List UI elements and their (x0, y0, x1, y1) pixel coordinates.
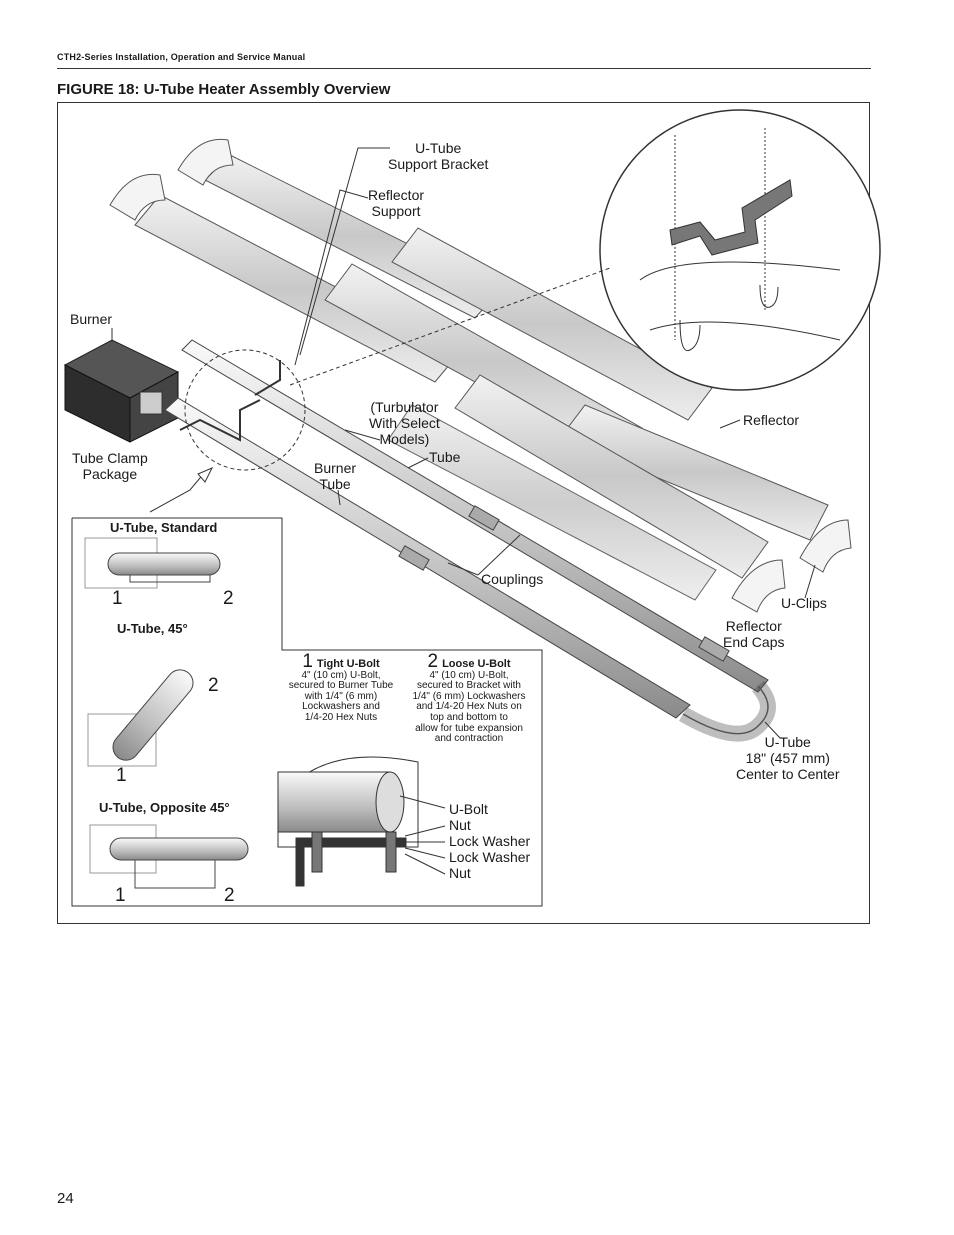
inset-opposite-num-2: 2 (224, 885, 235, 906)
note-title: Tight U-Bolt (316, 658, 380, 670)
note-line: 4" (10 cm) U-Bolt, (429, 669, 509, 681)
label-tube-clamp-package: Tube Clamp Package (72, 450, 148, 482)
u-bend (678, 680, 776, 742)
label-reflector-end-caps: Reflector End Caps (723, 618, 784, 650)
leader-lines (111, 147, 816, 875)
inset-standard-title: U-Tube, Standard (110, 520, 218, 535)
label-line: Support Bracket (388, 156, 489, 172)
note-line: top and bottom to (430, 711, 508, 723)
label-turbulator: (Turbulator With Select Models) (369, 399, 440, 447)
label-line: U-Tube (764, 734, 811, 750)
note-line: and 1/4-20 Hex Nuts on (416, 701, 522, 713)
end-cap-2 (177, 138, 234, 186)
label-utube-dimension: U-Tube 18" (457 mm) Center to Center (736, 734, 840, 782)
end-cap-1 (109, 173, 166, 221)
label-couplings: Couplings (481, 571, 544, 587)
label-uclips: U-Clips (781, 595, 827, 611)
reflector-low-right-b (454, 374, 769, 579)
label-line: Nut (449, 865, 471, 881)
detail-hanger (639, 128, 841, 352)
note-line: 1/4-20 Hex Nuts (304, 711, 378, 723)
note-num: 1 (302, 651, 313, 672)
label-line: 18" (457 mm) (745, 750, 830, 766)
label-hardware-stack: U-Bolt Nut Lock Washer Lock Washer Nut (449, 801, 530, 881)
label-line: Burner (314, 460, 357, 476)
label-burner: Burner (70, 311, 113, 327)
reflector-bottom (387, 404, 717, 601)
inset-opposite-drawing (89, 824, 249, 889)
note-line: and contraction (434, 733, 504, 745)
note-line: secured to Burner Tube (288, 680, 394, 692)
label-line: Support (371, 203, 421, 219)
label-burner-tube: Burner Tube (314, 460, 356, 492)
end-cap-3 (731, 559, 786, 613)
label-line: Lock Washer (449, 833, 531, 849)
inset-standard-num-2: 2 (223, 588, 234, 609)
hardware-detail-drawing (277, 756, 419, 887)
support-brackets (179, 360, 281, 442)
inset-45-drawing (87, 669, 194, 767)
inset-opposite-title: U-Tube, Opposite 45° (99, 800, 230, 815)
coupling-1 (468, 505, 500, 531)
note-line: Lockwashers and (302, 701, 380, 713)
label-reflector: Reflector (743, 412, 800, 428)
inset-45-num-1: 1 (116, 765, 127, 786)
end-caps (109, 138, 852, 613)
burner-box (63, 339, 180, 443)
note-line: 1/4" (6 mm) Lockwashers (412, 690, 526, 702)
label-line: Package (82, 466, 138, 482)
reflector-top-right (391, 227, 713, 421)
page-number: 24 (57, 1190, 74, 1207)
label-line: Reflector (725, 618, 782, 634)
label-line: Reflector (368, 187, 425, 203)
coupling-2 (398, 545, 430, 571)
label-line: End Caps (723, 634, 785, 650)
label-line: (Turbulator (370, 399, 439, 415)
heater-tubes (164, 339, 776, 742)
inset-box (71, 517, 543, 907)
label-line: Lock Washer (449, 849, 531, 865)
label-line: Center to Center (736, 766, 840, 782)
label-line: Models) (379, 431, 430, 447)
reflector-low-right-a (559, 404, 829, 541)
detail-circle-large (599, 109, 881, 391)
inset-45-num-2: 2 (208, 675, 219, 696)
note-line: secured to Bracket with (417, 680, 521, 692)
inset-standard-num-1: 1 (112, 588, 123, 609)
running-header: CTH2-Series Installation, Operation and … (57, 52, 306, 62)
label-utube-support-bracket: U-Tube Support Bracket (388, 140, 488, 172)
inset-opposite-num-1: 1 (115, 885, 126, 906)
coupling-3 (698, 636, 730, 662)
note-num: 2 (427, 651, 439, 672)
detail-circle-small (184, 349, 306, 471)
label-line: U-Bolt (449, 801, 488, 817)
label-line: U-Tube (415, 140, 462, 156)
note-line: 4" (10 cm) U-Bolt, (301, 669, 381, 681)
figure-title: FIGURE 18: U-Tube Heater Assembly Overvi… (57, 81, 391, 98)
end-cap-4 (799, 519, 852, 573)
label-line: With Select (369, 415, 440, 431)
reflector-shields (134, 154, 829, 601)
note-title: Loose U-Bolt (442, 658, 511, 670)
label-line: Tube (319, 476, 351, 492)
label-line: Tube Clamp (72, 450, 148, 466)
inset-standard-drawing (84, 537, 221, 589)
note-line: allow for tube expansion (415, 722, 523, 734)
lower-tube (164, 397, 691, 719)
label-reflector-support: Reflector Support (368, 187, 424, 219)
inset-45-title: U-Tube, 45° (117, 621, 188, 636)
label-tube: Tube (429, 449, 461, 465)
note-line: with 1/4" (6 mm) (304, 690, 378, 702)
figure-frame (57, 102, 870, 924)
header-rule (57, 68, 871, 69)
label-line: Nut (449, 817, 471, 833)
